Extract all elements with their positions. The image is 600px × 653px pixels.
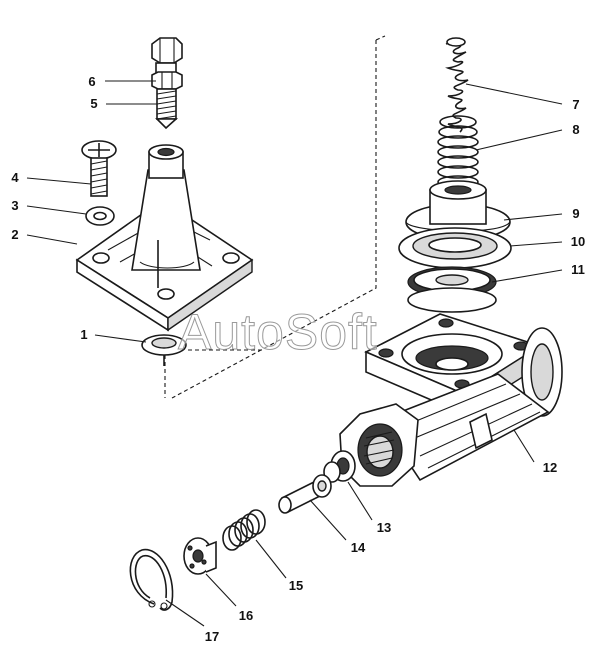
part-retaining-ring	[129, 548, 174, 611]
part-valve-seat-ring	[407, 266, 497, 313]
assembly-axis-lines	[164, 35, 386, 399]
part-diaphragm	[398, 227, 512, 269]
callout-10: 10	[571, 234, 585, 249]
callout-1: 1	[80, 327, 87, 342]
callout-3: 3	[11, 198, 18, 213]
callout-4: 4	[11, 170, 19, 185]
callout-11: 11	[571, 262, 585, 277]
part-coil-spring	[222, 509, 266, 551]
part-bracket	[75, 144, 254, 332]
callout-16: 16	[239, 608, 253, 623]
callout-8: 8	[572, 122, 579, 137]
callout-13: 13	[377, 520, 391, 535]
part-valve-stem	[278, 474, 332, 514]
callout-12: 12	[543, 460, 557, 475]
callout-labels: 6 5 4 3 2 1 7 8 9 10 11 12 13 14 15 16 1…	[11, 74, 585, 644]
callout-9: 9	[572, 206, 579, 221]
part-screw	[81, 140, 117, 197]
callout-2: 2	[11, 227, 18, 242]
callout-14: 14	[351, 540, 366, 555]
leader-lines	[26, 80, 563, 627]
part-valve-disc	[141, 334, 187, 366]
part-large-spring	[437, 115, 479, 189]
part-bolt-with-nut	[151, 37, 183, 130]
callout-5: 5	[90, 96, 97, 111]
callout-17: 17	[205, 629, 219, 644]
callout-7: 7	[572, 97, 579, 112]
watermark: AutoSoft	[178, 304, 378, 360]
part-spring-cap	[183, 537, 217, 575]
part-small-spring	[445, 37, 469, 133]
part-washer	[85, 206, 115, 226]
callout-15: 15	[289, 578, 303, 593]
part-valve-body	[339, 313, 563, 487]
callout-6: 6	[88, 74, 95, 89]
